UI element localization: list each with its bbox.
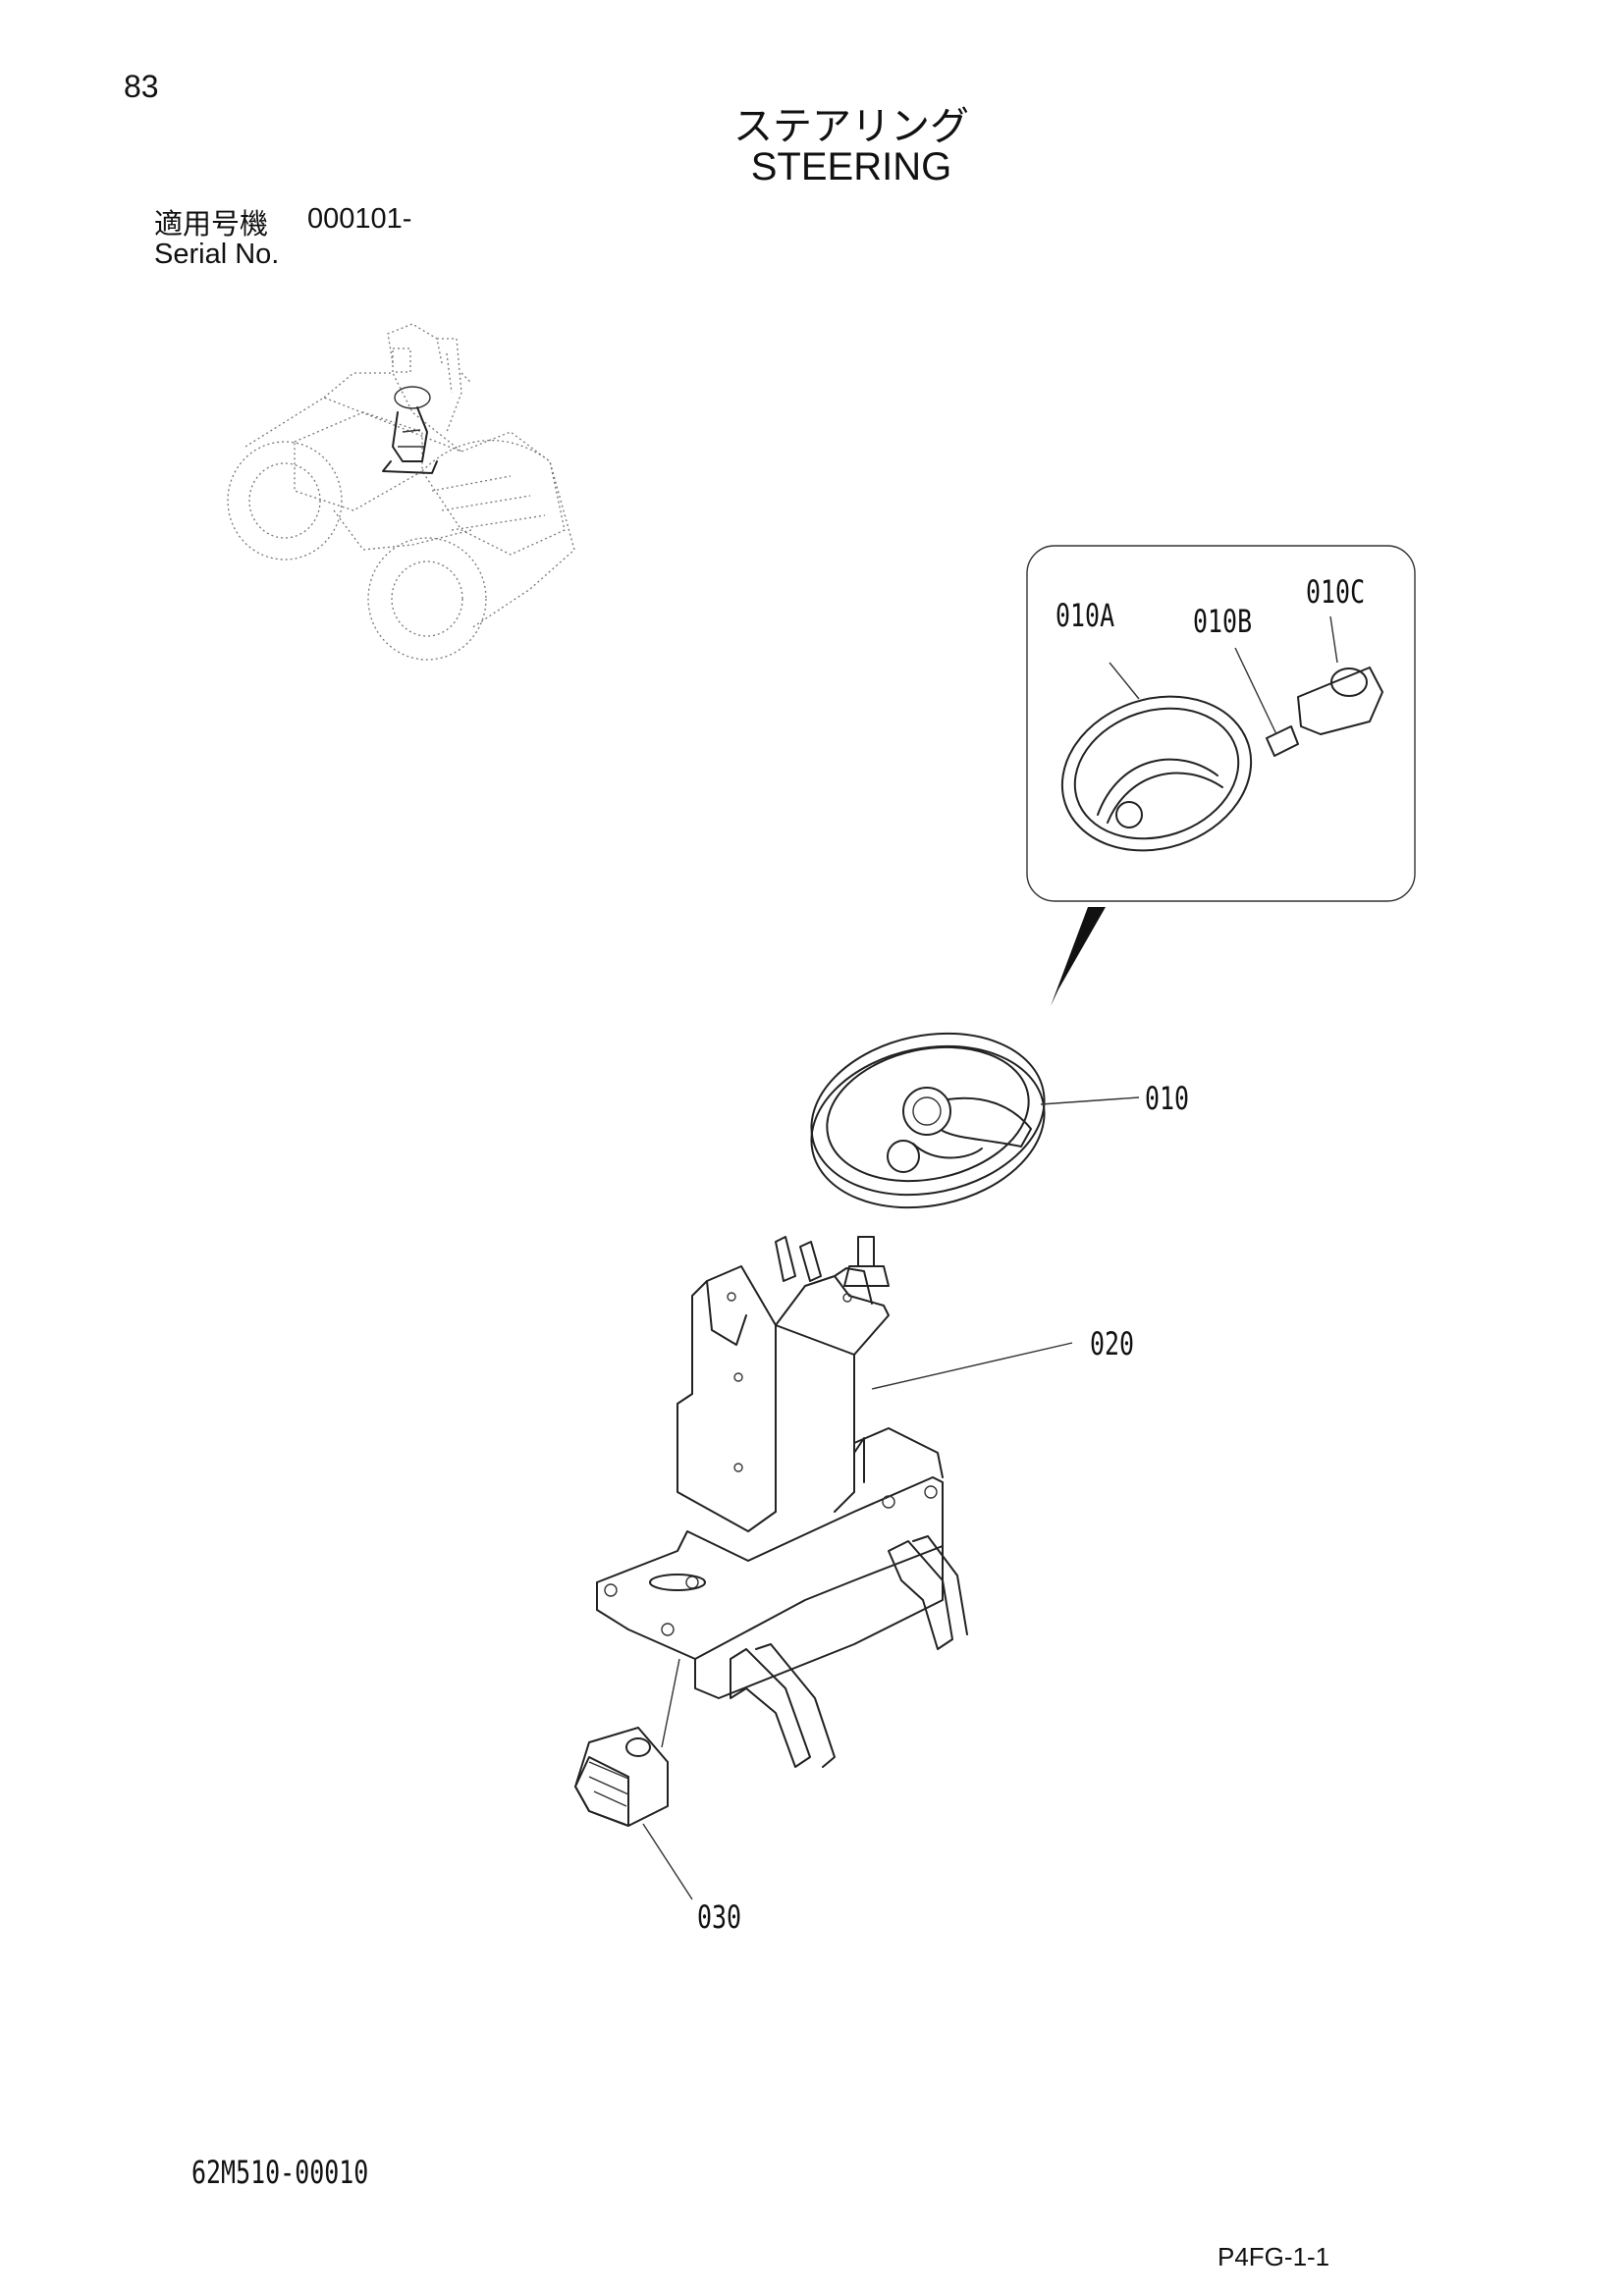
serial-label-japanese: 適用号機 <box>154 207 269 240</box>
callout-010A: 010A <box>1056 597 1115 634</box>
steering-wheel-010 <box>810 1032 1140 1287</box>
document-code: 62M510-00010 <box>191 2154 369 2191</box>
callout-010B: 010B <box>1193 603 1253 640</box>
page-title-japanese: ステアリング <box>733 104 969 149</box>
page-title-english: STEERING <box>750 145 952 188</box>
callout-010: 010 <box>1145 1080 1190 1117</box>
callout-010C: 010C <box>1306 573 1366 611</box>
steering-column-020 <box>596 1236 1073 1768</box>
serial-label-english: Serial No. <box>154 239 280 270</box>
detail-inset <box>1026 545 1416 1006</box>
machine-overview-illustration <box>227 323 575 661</box>
page-code: P4FG-1-1 <box>1218 2242 1330 2271</box>
steering-valve-030 <box>574 1658 693 1900</box>
page-number: 83 <box>124 69 159 104</box>
serial-number-value: 000101- <box>307 203 412 235</box>
callout-020: 020 <box>1090 1325 1135 1362</box>
callout-030: 030 <box>697 1898 742 1936</box>
